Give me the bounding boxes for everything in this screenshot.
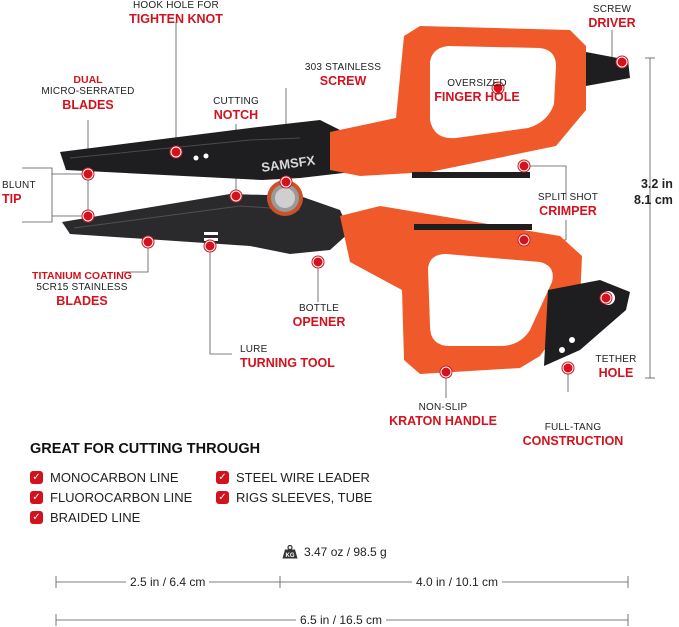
blunt-tip-marker: [82, 210, 94, 222]
cutting-notch-marker: [230, 190, 242, 202]
callout-small: 5CR15 STAINLESS: [36, 282, 128, 294]
weight-value: 3.47 oz / 98.5 g: [304, 545, 387, 559]
bottle-opener-marker: [312, 256, 324, 268]
screw-marker: [280, 176, 292, 188]
callout-lure-tool: LURE TURNING TOOL: [240, 344, 350, 370]
weight-spec: KG 3.47 oz / 98.5 g: [282, 545, 387, 559]
callout-stainless-screw: 303 STAINLESS SCREW: [298, 62, 388, 88]
callout-full-tang: FULL-TANG CONSTRUCTION: [518, 422, 628, 448]
callout-hook-hole: HOOK HOLE FOR TIGHTEN KNOT: [116, 0, 236, 26]
check-icon: ✓: [216, 471, 229, 484]
feature-label: STEEL WIRE LEADER: [236, 470, 370, 485]
handle-length-label: 4.0 in / 10.1 cm: [412, 575, 503, 589]
callout-big: TIP: [2, 191, 22, 206]
height-in: 3.2 in: [640, 177, 673, 191]
callout-big: CRIMPER: [539, 203, 597, 218]
finger-hole-marker: [492, 82, 504, 94]
callout-small: LURE: [240, 344, 268, 355]
check-icon: ✓: [30, 471, 43, 484]
feature-item: ✓ MONOCARBON LINE: [30, 470, 179, 485]
callout-small: BOTTLE: [298, 303, 340, 314]
callout-small: BLUNT: [2, 180, 36, 191]
callout-big: BLADES: [56, 293, 108, 308]
callout-blunt-tip: BLUNT TIP: [2, 180, 46, 206]
callout-small: CUTTING: [213, 96, 259, 107]
callout-big: KRATON HANDLE: [389, 413, 497, 428]
callout-big: TURNING TOOL: [240, 355, 335, 370]
crimper-upper-marker: [518, 160, 530, 172]
callout-finger-hole: OVERSIZED FINGER HOLE: [432, 78, 522, 104]
feature-item: ✓ RIGS SLEEVES, TUBE: [216, 490, 372, 505]
callout-big-top: TITANIUM COATING: [32, 270, 132, 282]
feature-label: RIGS SLEEVES, TUBE: [236, 490, 373, 505]
callout-small: TETHER: [595, 354, 637, 365]
callout-big: SCREW: [319, 73, 367, 88]
screw-driver-marker: [616, 56, 628, 68]
callout-big: FINGER HOLE: [434, 89, 520, 104]
lure-tool-marker: [204, 240, 216, 252]
callout-small: NON-SLIP: [418, 402, 468, 413]
callout-small: FULL-TANG: [544, 422, 602, 433]
height-cm: 8.1 cm: [634, 193, 673, 208]
feature-item: ✓ BRAIDED LINE: [30, 510, 140, 525]
callout-big: BLADES: [62, 97, 114, 112]
callout-small: MICRO-SERRATED: [41, 86, 135, 98]
callout-kraton-handle: NON-SLIP KRATON HANDLE: [382, 402, 504, 428]
crimper-lower-marker: [518, 234, 530, 246]
callout-big: HOLE: [598, 365, 634, 380]
svg-text:KG: KG: [286, 553, 295, 559]
callout-dual-blades: DUAL MICRO-SERRATED BLADES: [30, 74, 146, 112]
callout-small: OVERSIZED: [447, 78, 507, 89]
check-icon: ✓: [216, 491, 229, 504]
features-heading: GREAT FOR CUTTING THROUGH: [30, 441, 261, 457]
full-tang-marker: [562, 362, 574, 374]
check-icon: ✓: [30, 491, 43, 504]
callout-small: SCREW: [592, 4, 632, 15]
kg-weight-icon: KG: [282, 545, 298, 559]
callout-big: NOTCH: [213, 107, 259, 122]
callout-small: SPLIT SHOT: [537, 192, 599, 203]
callout-big: CONSTRUCTION: [522, 433, 624, 448]
feature-label: MONOCARBON LINE: [50, 470, 179, 485]
total-length-label: 6.5 in / 16.5 cm: [296, 613, 387, 627]
height-dimension: 3.2 in 8.1 cm: [634, 176, 673, 209]
handle-marker: [440, 366, 452, 378]
callout-small: 303 STAINLESS: [304, 62, 382, 73]
feature-item: ✓ STEEL WIRE LEADER: [216, 470, 370, 485]
callout-small: HOOK HOLE FOR: [133, 0, 219, 11]
callout-big: TIGHTEN KNOT: [129, 11, 223, 26]
hook-hole-marker: [170, 146, 182, 158]
callout-tether-hole: TETHER HOLE: [588, 354, 644, 380]
callout-titanium-blades: TITANIUM COATING 5CR15 STAINLESS BLADES: [16, 270, 148, 308]
tether-hole-marker: [600, 292, 612, 304]
callout-crimper: SPLIT SHOT CRIMPER: [528, 192, 608, 218]
callout-screw-driver: SCREW DRIVER: [582, 4, 642, 30]
feature-label: BRAIDED LINE: [50, 510, 141, 525]
callout-bottle-opener: BOTTLE OPENER: [284, 303, 354, 329]
callout-big: DRIVER: [588, 15, 636, 30]
callout-small-top: DUAL: [73, 74, 103, 86]
feature-label: FLUOROCARBON LINE: [50, 490, 193, 505]
check-icon: ✓: [30, 511, 43, 524]
blade-marker: [82, 168, 94, 180]
callout-cutting-notch: CUTTING NOTCH: [204, 96, 268, 122]
blade-length-label: 2.5 in / 6.4 cm: [126, 575, 210, 589]
coating-marker: [142, 236, 154, 248]
feature-item: ✓ FLUOROCARBON LINE: [30, 490, 192, 505]
callout-big: OPENER: [292, 314, 346, 329]
